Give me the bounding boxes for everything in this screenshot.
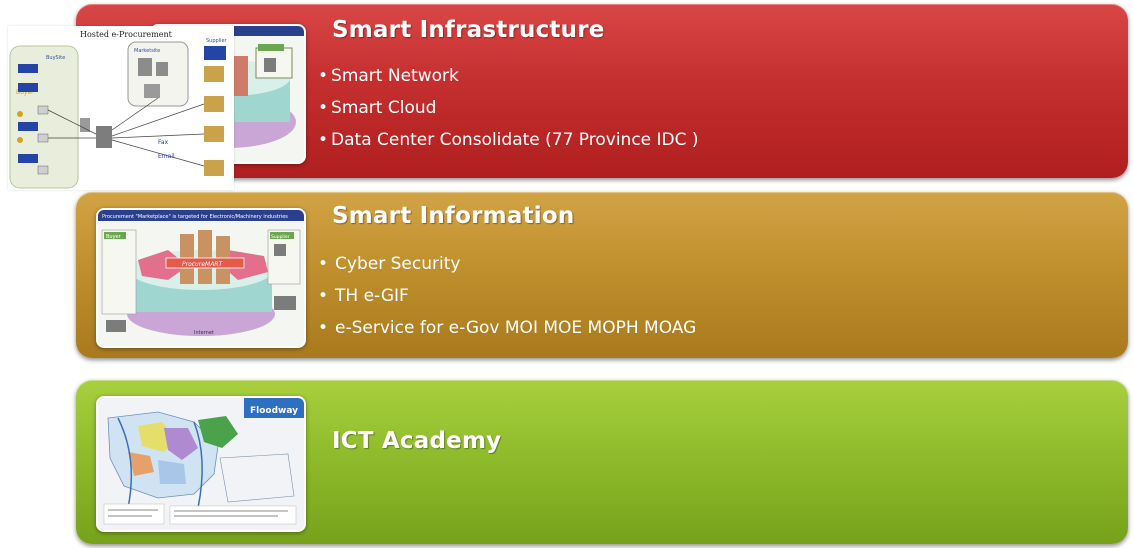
svg-text:Hosted e-Procurement: Hosted e-Procurement xyxy=(80,30,173,39)
svg-text:Buyer: Buyer xyxy=(16,89,34,96)
svg-text:Supplier: Supplier xyxy=(271,234,290,240)
procuremart-diagram-thumbnail: Procurement "Marketplace" is targeted fo… xyxy=(96,208,306,348)
svg-text:Floodway: Floodway xyxy=(250,406,298,416)
list-item: •TH e-GIF xyxy=(318,286,409,306)
list-item: •Cyber Security xyxy=(318,254,461,274)
list-item: •Smart Cloud xyxy=(318,98,437,118)
smart-infrastructure-title: Smart Infrastructure xyxy=(332,17,605,43)
procuremart-diagram-image: Procurement "Marketplace" is targeted fo… xyxy=(98,210,304,336)
floodway-map-image: Floodway xyxy=(98,398,304,530)
hosted-eprocurement-diagram: Hosted e-Procurement BuySite Buyer Marke… xyxy=(8,26,234,190)
svg-text:Fax: Fax xyxy=(158,139,169,146)
list-item: •Data Center Consolidate (77 Province ID… xyxy=(318,130,699,150)
svg-text:Buyer: Buyer xyxy=(106,234,122,240)
svg-text:Marketsite: Marketsite xyxy=(134,48,160,54)
svg-text:BuySite: BuySite xyxy=(46,55,65,61)
floodway-map-thumbnail: Floodway xyxy=(96,396,306,532)
smart-information-title: Smart Information xyxy=(332,203,575,229)
svg-text:Procurement "Marketplace" is t: Procurement "Marketplace" is targeted fo… xyxy=(102,214,288,220)
list-item: •e-Service for e-Gov MOI MOE MOPH MOAG xyxy=(318,318,697,338)
smart-infrastructure-list: •Smart Network •Smart Cloud •Data Center… xyxy=(318,60,699,156)
smart-information-list: •Cyber Security •TH e-GIF •e-Service for… xyxy=(318,248,696,344)
svg-text:Email: Email xyxy=(158,153,175,160)
svg-text:ProcureMART: ProcureMART xyxy=(182,261,223,268)
svg-text:Internet: Internet xyxy=(194,330,214,336)
list-item: •Smart Network xyxy=(318,66,459,86)
svg-text:Supplier: Supplier xyxy=(206,38,228,44)
ict-academy-title: ICT Academy xyxy=(332,428,502,454)
hosted-eprocurement-image: Hosted e-Procurement BuySite Buyer Marke… xyxy=(9,30,228,189)
